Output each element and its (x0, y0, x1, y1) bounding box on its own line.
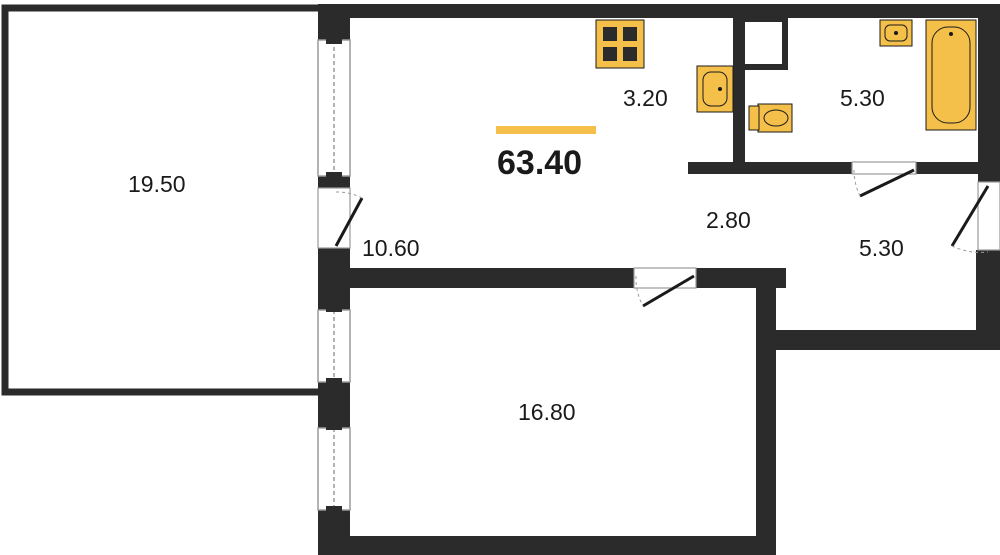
door-entrance (950, 181, 1000, 253)
wall-left-2 (318, 176, 350, 188)
door-bedroom (633, 267, 697, 308)
door-balcony (317, 187, 364, 249)
room-area-kitchen-living: 10.60 (362, 235, 420, 261)
toilet-icon (748, 103, 793, 133)
wall-shaft-top (733, 16, 787, 22)
balcony (1, 4, 318, 396)
wall-shaft-right (782, 16, 788, 68)
windows (317, 38, 351, 512)
doors (317, 161, 1000, 308)
wall-bath-bottom-1 (688, 162, 852, 174)
total-area-accent-bar (496, 126, 596, 134)
wall-shaft-bottom (733, 64, 788, 70)
room-area-bathroom: 5.30 (840, 85, 885, 111)
bathtub-icon (925, 19, 977, 131)
window-1 (317, 38, 351, 178)
wall-hall-bottom (766, 330, 1000, 350)
wall-left-1 (318, 4, 350, 40)
wall-living-bedroom-2 (696, 268, 786, 288)
wall-bottom (318, 536, 776, 555)
wall-left-4 (318, 382, 350, 428)
wall-bath-left (733, 16, 745, 164)
wall-bedroom-right (756, 268, 776, 555)
room-area-bedroom: 16.80 (518, 399, 576, 425)
wall-bath-bottom-2 (916, 162, 1000, 174)
wall-hall-right-lower (976, 250, 1000, 350)
wall-living-bedroom-1 (318, 268, 634, 288)
room-area-corridor: 2.80 (706, 207, 751, 233)
room-area-kitchen-nook: 3.20 (623, 85, 668, 111)
total-area: 63.40 (497, 144, 582, 182)
balcony-outline (1, 4, 318, 396)
fixtures (595, 19, 977, 133)
bathroom-sink-icon (879, 19, 913, 47)
wall-top (318, 4, 1000, 18)
room-area-balcony: 19.50 (128, 171, 186, 197)
window-3 (317, 424, 351, 512)
stove-icon (595, 19, 645, 69)
wall-right-upper (978, 4, 1000, 182)
door-bathroom (851, 161, 917, 198)
walls (318, 4, 1000, 555)
room-area-hall: 5.30 (859, 235, 904, 261)
kitchen-sink-icon (696, 65, 734, 113)
window-2 (317, 306, 351, 384)
